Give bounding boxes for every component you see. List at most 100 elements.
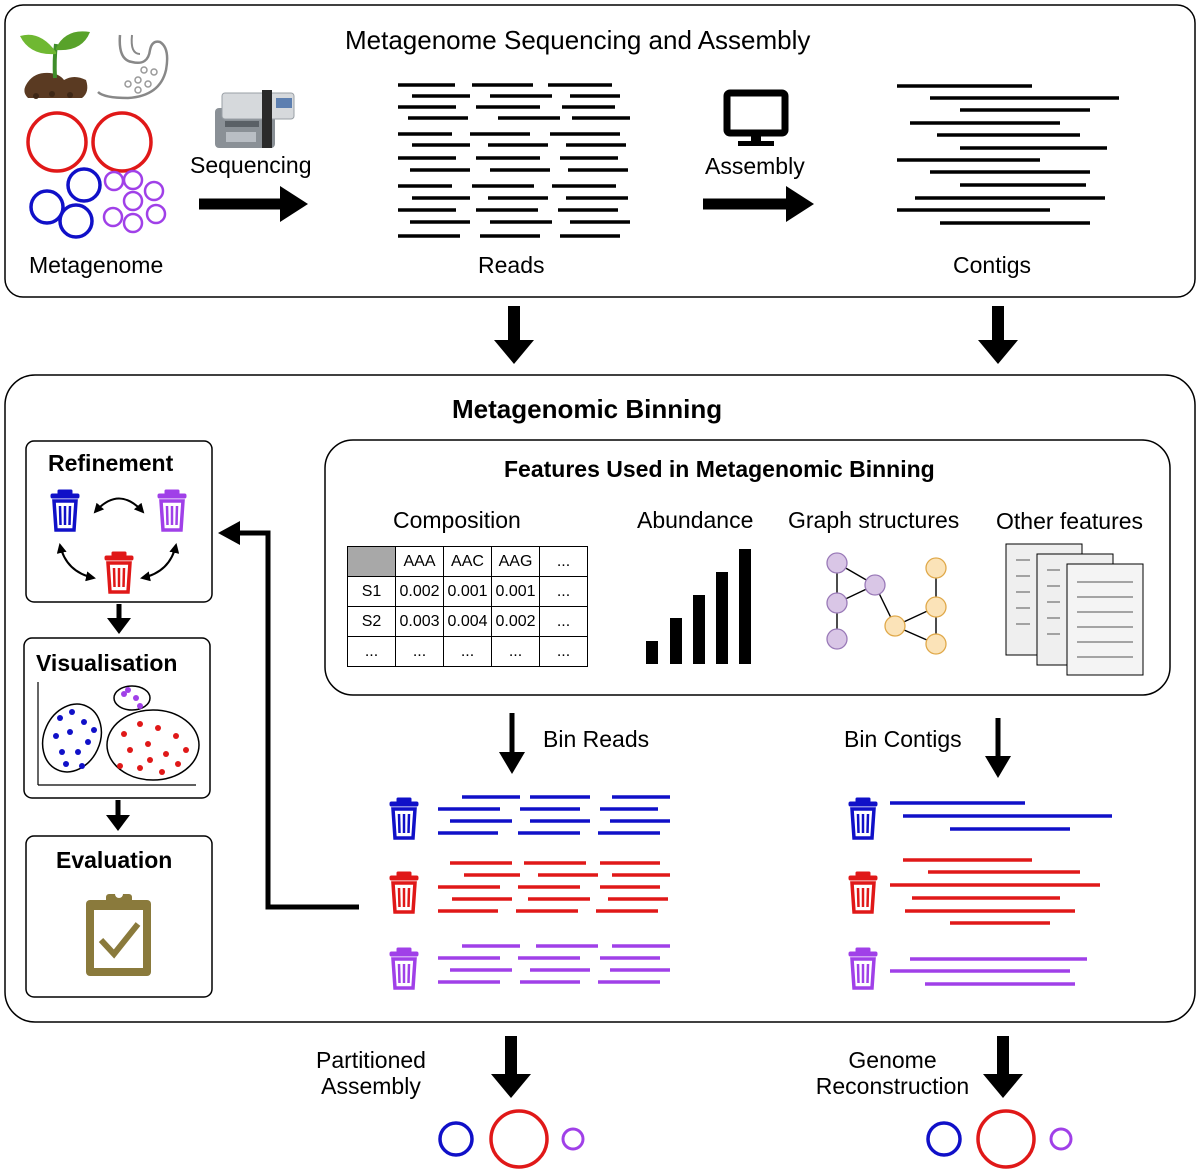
cluster-point xyxy=(57,715,63,721)
purple-bin-icon xyxy=(156,488,188,532)
table-cell: ... xyxy=(539,606,588,637)
cluster-point xyxy=(63,761,69,767)
sequencing-panel xyxy=(4,4,1196,298)
table-cell: 0.004 xyxy=(443,606,492,637)
table-row: ... ... ... ... ... xyxy=(347,636,588,667)
reads-label: Reads xyxy=(478,252,545,278)
red-bin-icon xyxy=(103,550,135,594)
composition-table: AAA AAC AAG ... S1 0.002 0.001 0.001 ...… xyxy=(347,546,588,667)
partitioned-assembly-label: Partitioned Assembly xyxy=(300,1047,442,1100)
sequencing-label: Sequencing xyxy=(190,152,312,178)
table-cell: ... xyxy=(347,636,396,667)
clipboard-check-icon xyxy=(86,890,151,976)
cluster-point xyxy=(175,761,181,767)
purple-contig-bin-icon xyxy=(847,946,879,990)
cluster-point xyxy=(75,749,81,755)
cluster-point xyxy=(137,703,143,709)
partitioned-line-1: Partitioned xyxy=(316,1047,426,1073)
metagenome-label: Metagenome xyxy=(29,252,164,278)
partitioned-genomes xyxy=(438,1109,585,1169)
cluster-point xyxy=(121,731,127,737)
graph-structures-label: Graph structures xyxy=(788,507,960,533)
cluster-point xyxy=(137,765,143,771)
table-cell xyxy=(347,546,396,577)
table-cell: 0.001 xyxy=(443,576,492,607)
cluster-point xyxy=(81,719,87,725)
red-contig-bin-icon xyxy=(847,870,879,914)
refinement-box xyxy=(25,440,213,603)
bin-contigs-label: Bin Contigs xyxy=(844,726,962,752)
abundance-bars-icon xyxy=(646,549,751,664)
vis-to-eval-arrow xyxy=(106,815,130,831)
evaluation-title: Evaluation xyxy=(56,847,173,873)
documents-icon xyxy=(1005,543,1144,676)
cluster-point xyxy=(147,757,153,763)
cluster-point xyxy=(121,691,127,697)
purple-read-bin-icon xyxy=(388,946,420,990)
binning-panel xyxy=(4,374,1196,1023)
table-cell: 0.002 xyxy=(395,576,444,607)
metagenome-genomes xyxy=(26,111,167,239)
composition-label: Composition xyxy=(393,507,521,533)
partitioned-assembly-arrow xyxy=(491,1036,531,1098)
table-cell: ... xyxy=(491,636,540,667)
cluster-point xyxy=(117,763,123,769)
assembly-label: Assembly xyxy=(705,153,805,179)
reads-lines xyxy=(398,83,630,238)
refine-to-vis-arrow xyxy=(107,618,131,634)
cluster-point xyxy=(59,749,65,755)
stomach-icon xyxy=(97,34,169,100)
cluster-point xyxy=(127,747,133,753)
red-read-bin-icon xyxy=(388,870,420,914)
cluster-point xyxy=(145,741,151,747)
binned-reads-lines xyxy=(438,795,670,984)
evaluation-box xyxy=(25,835,213,998)
table-cell: ... xyxy=(539,636,588,667)
cluster-point xyxy=(163,751,169,757)
visualisation-title: Visualisation xyxy=(36,650,178,676)
cluster-point xyxy=(173,733,179,739)
reads-down-arrow xyxy=(494,306,534,364)
table-cell: S2 xyxy=(347,606,396,637)
cluster-point xyxy=(125,687,131,693)
bin-contigs-arrow xyxy=(985,756,1011,778)
feedback-arrow xyxy=(236,530,359,910)
plant-icon xyxy=(20,31,90,99)
contigs-lines xyxy=(897,84,1119,225)
table-cell: ... xyxy=(539,576,588,607)
blue-bin-icon xyxy=(49,488,81,532)
genome-reconstruction-label: Genome Reconstruction xyxy=(805,1047,980,1100)
assembly-graph-icon xyxy=(826,552,947,655)
binned-contigs-lines xyxy=(890,801,1112,986)
cluster-point xyxy=(91,727,97,733)
scatter-plot-icon xyxy=(37,682,200,786)
blue-contig-bin-icon xyxy=(847,796,879,840)
cluster-point xyxy=(183,747,189,753)
table-cell: ... xyxy=(539,546,588,577)
refinement-title: Refinement xyxy=(48,450,174,476)
table-cell: ... xyxy=(395,636,444,667)
table-cell: AAG xyxy=(491,546,540,577)
table-cell: AAC xyxy=(443,546,492,577)
other-features-label: Other features xyxy=(996,508,1144,534)
refinement-arrows xyxy=(56,497,180,582)
cluster-point xyxy=(137,721,143,727)
bin-reads-label: Bin Reads xyxy=(543,726,650,752)
cluster-point xyxy=(53,733,59,739)
sequencer-icon xyxy=(215,90,295,148)
table-row: S2 0.003 0.004 0.002 ... xyxy=(347,606,588,637)
table-cell: 0.002 xyxy=(491,606,540,637)
table-row: S1 0.002 0.001 0.001 ... xyxy=(347,576,588,607)
computer-icon xyxy=(723,89,789,146)
genome-line-1: Genome xyxy=(848,1047,937,1073)
table-cell: 0.001 xyxy=(491,576,540,607)
cluster-point xyxy=(67,729,73,735)
table-cell: AAA xyxy=(395,546,444,577)
cluster-point xyxy=(69,709,75,715)
contigs-label: Contigs xyxy=(953,252,1031,278)
table-cell: 0.003 xyxy=(395,606,444,637)
cluster-point xyxy=(159,769,165,775)
table-header-row: AAA AAC AAG ... xyxy=(347,546,588,577)
reconstructed-genomes xyxy=(926,1109,1073,1169)
